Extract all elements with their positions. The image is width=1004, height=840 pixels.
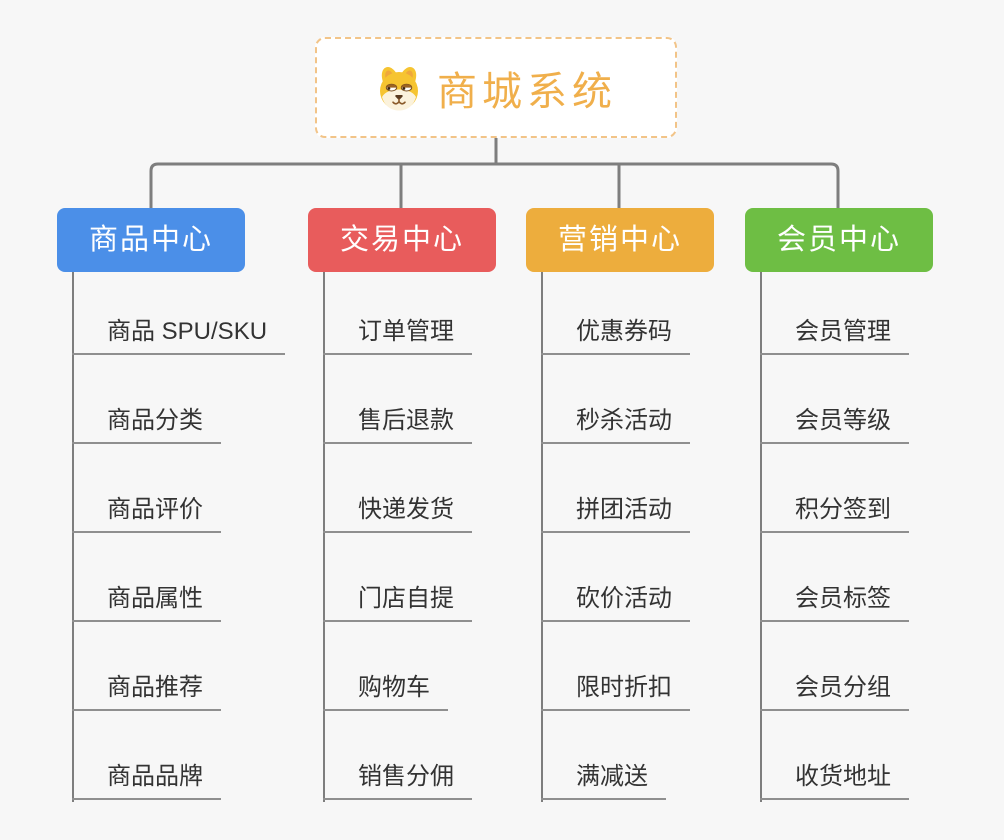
leaf-node[interactable]: 门店自提 — [323, 580, 472, 622]
branch-trunk-line — [760, 272, 762, 802]
leaf-node[interactable]: 秒杀活动 — [541, 402, 690, 444]
branch-node[interactable]: 交易中心 — [308, 208, 496, 272]
leaf-node[interactable]: 商品推荐 — [72, 669, 221, 711]
leaf-node[interactable]: 商品属性 — [72, 580, 221, 622]
leaf-node[interactable]: 会员管理 — [760, 313, 909, 355]
branch-column-3: 营销中心优惠券码秒杀活动拼团活动砍价活动限时折扣满减送 — [526, 208, 776, 818]
leaf-node[interactable]: 收货地址 — [760, 758, 909, 800]
leaf-node[interactable]: 限时折扣 — [541, 669, 690, 711]
shiba-dog-face-icon — [380, 66, 418, 110]
root-title: 商城系统 — [437, 69, 617, 114]
branch-column-2: 交易中心订单管理售后退款快递发货门店自提购物车销售分佣 — [308, 208, 558, 818]
leaf-node[interactable]: 商品分类 — [72, 402, 221, 444]
leaf-node[interactable]: 积分签到 — [760, 491, 909, 533]
branch-node[interactable]: 营销中心 — [526, 208, 714, 272]
leaf-node[interactable]: 砍价活动 — [541, 580, 690, 622]
leaf-node[interactable]: 满减送 — [541, 758, 666, 800]
leaf-node[interactable]: 商品品牌 — [72, 758, 221, 800]
branch-trunk-line — [541, 272, 543, 802]
leaf-node[interactable]: 会员分组 — [760, 669, 909, 711]
leaf-node[interactable]: 售后退款 — [323, 402, 472, 444]
leaf-node[interactable]: 商品 SPU/SKU — [72, 313, 286, 355]
leaf-node[interactable]: 拼团活动 — [541, 491, 690, 533]
root-node[interactable]: 商城系统 — [315, 37, 677, 138]
branch-trunk-line — [72, 272, 74, 802]
leaf-node[interactable]: 商品评价 — [72, 491, 221, 533]
branch-column-1: 商品中心商品 SPU/SKU 商品分类商品评价商品属性商品推荐商品品牌 — [57, 208, 307, 818]
branch-node[interactable]: 商品中心 — [57, 208, 245, 272]
leaf-node[interactable]: 订单管理 — [323, 313, 472, 355]
leaf-node[interactable]: 会员标签 — [760, 580, 909, 622]
branch-column-4: 会员中心会员管理会员等级积分签到会员标签会员分组收货地址 — [745, 208, 995, 818]
leaf-node[interactable]: 销售分佣 — [323, 758, 472, 800]
leaf-node[interactable]: 会员等级 — [760, 402, 909, 444]
leaf-node[interactable]: 购物车 — [323, 669, 448, 711]
branch-trunk-line — [323, 272, 325, 802]
leaf-node[interactable]: 快递发货 — [323, 491, 472, 533]
branch-node[interactable]: 会员中心 — [745, 208, 933, 272]
branch-frame-line — [149, 162, 840, 208]
leaf-node[interactable]: 优惠券码 — [541, 313, 690, 355]
